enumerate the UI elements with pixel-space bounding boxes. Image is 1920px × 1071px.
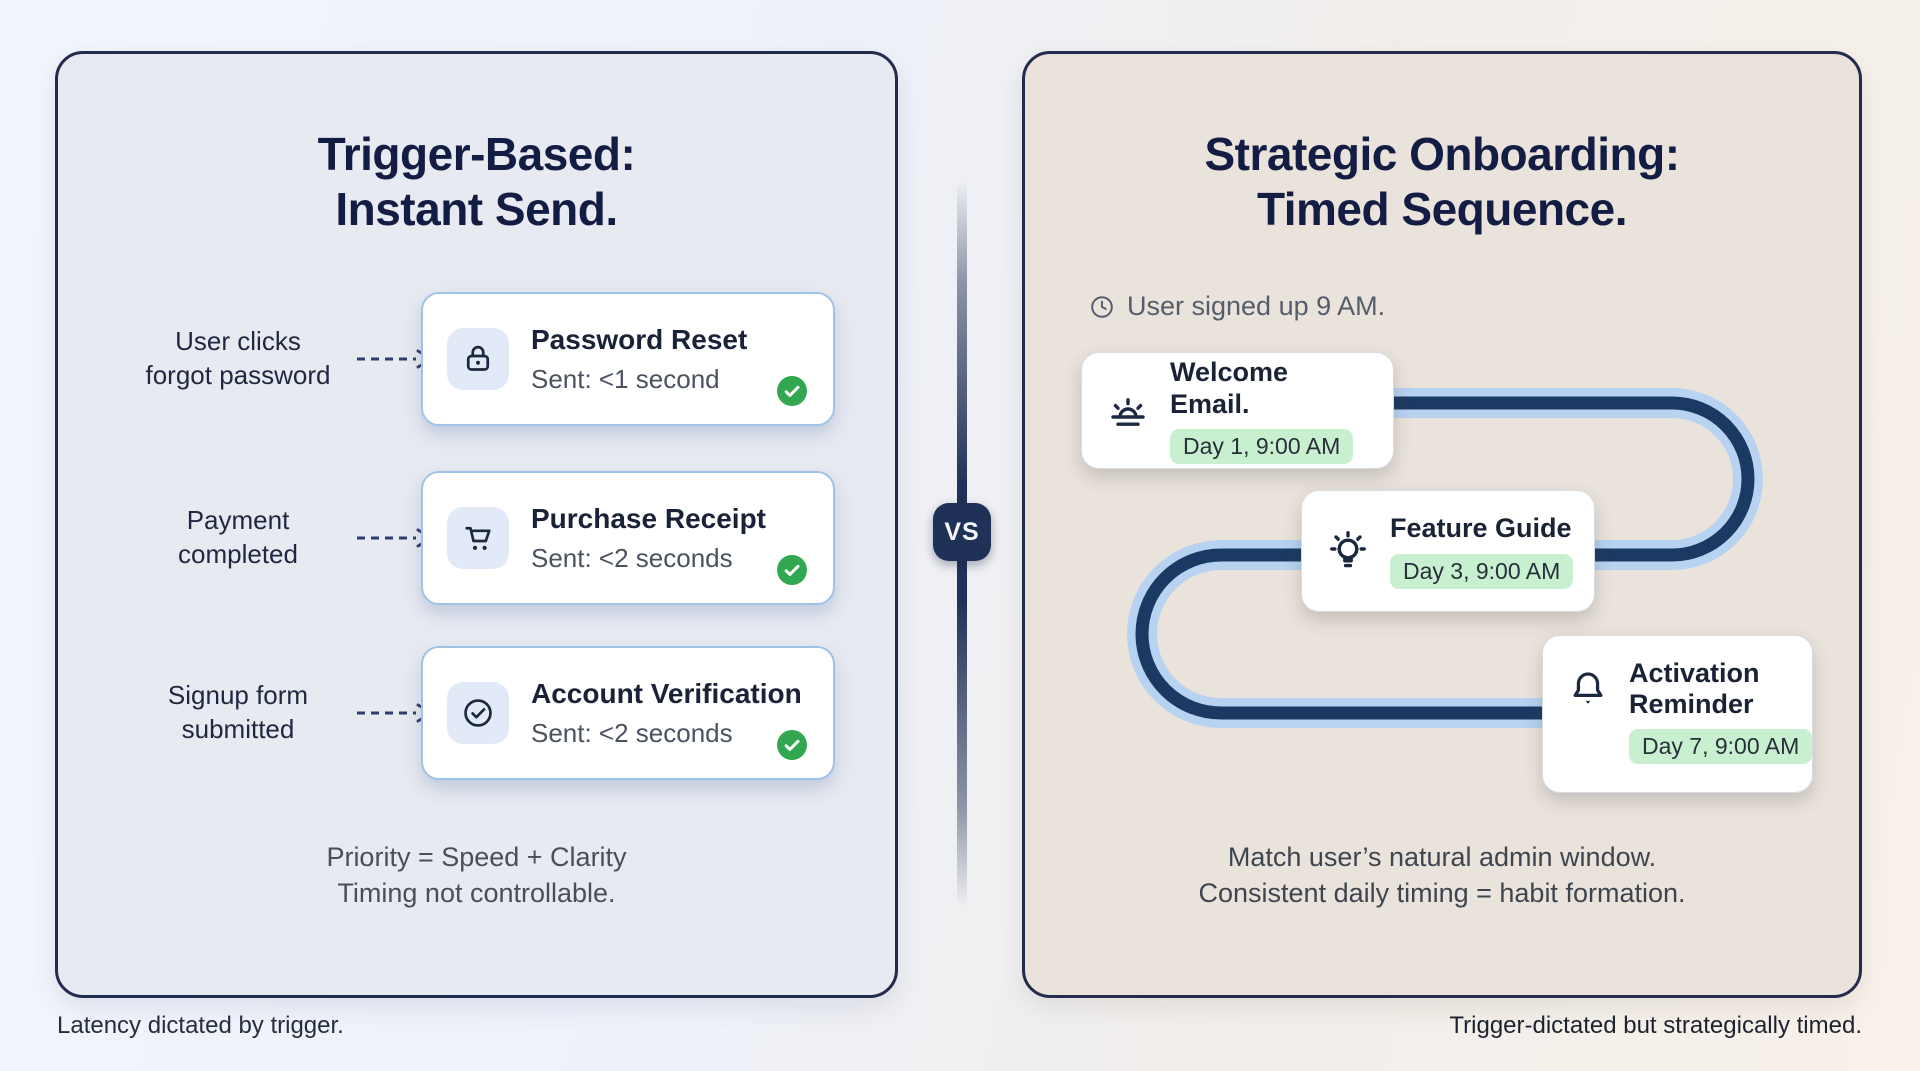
signup-note-text: User signed up 9 AM. (1127, 291, 1386, 321)
email-card-account-verification: Account Verification Sent: <2 seconds (421, 646, 835, 780)
left-title-line2: Instant Send. (335, 183, 618, 235)
left-summary-line2: Timing not controllable. (337, 877, 616, 908)
step-card-feature-guide: Feature Guide Day 3, 9:00 AM (1301, 490, 1595, 612)
lightbulb-icon (1330, 531, 1366, 568)
left-panel-summary: Priority = Speed + Clarity Timing not co… (58, 840, 895, 911)
trigger-label-line2: submitted (181, 714, 295, 744)
right-panel-title: Strategic Onboarding:Timed Sequence. (1025, 127, 1859, 237)
step-title-line1: Activation (1629, 658, 1760, 688)
success-check-icon (777, 730, 807, 760)
step-title: Feature Guide (1390, 513, 1572, 544)
step-card-activation-reminder: Activation Reminder Day 7, 9:00 AM (1542, 635, 1813, 793)
right-summary-line1: Match user’s natural admin window. (1227, 842, 1657, 872)
trigger-label-signup: Signup form submitted (98, 646, 378, 780)
card-status: Sent: <1 second (531, 363, 720, 394)
success-check-icon (777, 376, 807, 406)
card-title: Account Verification (531, 677, 802, 709)
card-title: Password Reset (531, 323, 748, 355)
email-card-purchase-receipt: Purchase Receipt Sent: <2 seconds (421, 471, 835, 605)
step-title-line2: Reminder (1629, 689, 1754, 720)
signup-note: User signed up 9 AM. (1088, 291, 1385, 322)
vs-label: VS (944, 517, 980, 546)
left-footer-caption: Latency dictated by trigger. (57, 1012, 344, 1039)
success-check-icon (777, 555, 807, 585)
right-summary-line2: Consistent daily timing = habit formatio… (1198, 877, 1686, 908)
trigger-label-forgot-password: User clicks forgot password (98, 292, 378, 426)
trigger-label-line1: Payment (186, 505, 290, 536)
left-panel-title: Trigger-Based:Instant Send. (58, 127, 895, 237)
trigger-label-line2: completed (178, 539, 298, 569)
email-card-password-reset: Password Reset Sent: <1 second (421, 292, 835, 426)
step-day-badge: Day 3, 9:00 AM (1390, 553, 1574, 589)
cart-icon (447, 507, 509, 569)
sunrise-icon (1111, 397, 1145, 426)
card-status: Sent: <2 seconds (531, 542, 733, 573)
right-title-line2: Timed Sequence. (1256, 183, 1628, 235)
step-day-badge: Day 7, 9:00 AM (1629, 729, 1813, 765)
card-title: Purchase Receipt (531, 502, 766, 534)
step-card-welcome-email: Welcome Email. Day 1, 9:00 AM (1081, 352, 1394, 469)
left-title-line1: Trigger-Based: (317, 127, 636, 180)
step-title: Welcome Email. (1170, 357, 1289, 419)
card-status: Sent: <2 seconds (531, 717, 733, 748)
lock-icon (447, 328, 509, 390)
bell-icon (1573, 672, 1603, 704)
strategic-onboarding-panel: Strategic Onboarding:Timed Sequence. Use… (1022, 51, 1862, 998)
right-title-line1: Strategic Onboarding: (1204, 127, 1680, 180)
trigger-label-payment: Payment completed (98, 471, 378, 605)
step-day-badge: Day 1, 9:00 AM (1170, 428, 1354, 464)
trigger-based-panel: Trigger-Based:Instant Send. User clicks … (55, 51, 898, 998)
left-summary-line1: Priority = Speed + Clarity (326, 842, 627, 872)
trigger-label-line1: User clicks (175, 326, 301, 357)
right-footer-caption: Trigger-dictated but strategically timed… (1449, 1012, 1862, 1039)
check-circle-icon (447, 682, 509, 744)
right-panel-summary: Match user’s natural admin window. Consi… (1025, 840, 1859, 911)
vs-badge: VS (933, 503, 991, 561)
trigger-label-line1: Signup form (167, 680, 309, 711)
trigger-label-line2: forgot password (145, 360, 331, 390)
clock-icon (1091, 295, 1113, 318)
